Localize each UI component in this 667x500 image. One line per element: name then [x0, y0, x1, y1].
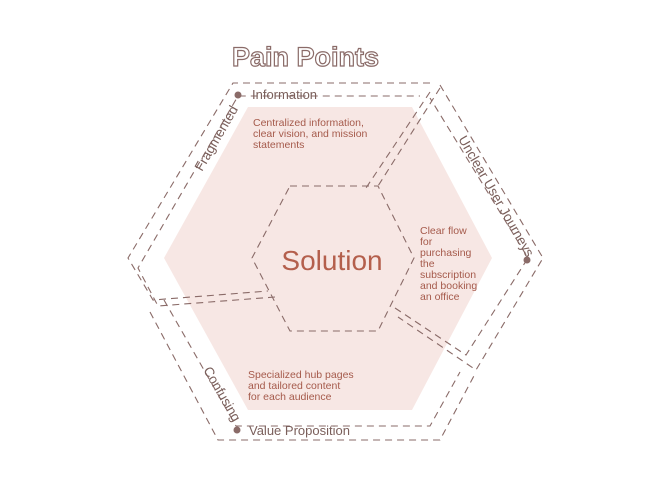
information-dot [234, 91, 242, 99]
top-text-line: Centralized information, [253, 117, 364, 129]
solution-label: Solution [281, 245, 382, 276]
right-dot [523, 256, 531, 264]
outer-hexagon-fill [164, 107, 492, 410]
bottom-text-block: Specialized hub pages and tailored conte… [248, 369, 354, 403]
right-text-line: an office [420, 291, 460, 303]
top-text-line: statements [253, 139, 304, 151]
right-text-line: purchasing [420, 247, 472, 259]
inner-hexagon [251, 185, 415, 332]
value-proposition-label: Value Proposition [249, 423, 350, 438]
right-text-line: for [420, 236, 433, 248]
segment-confusing [149, 299, 477, 441]
segment-fragmented [127, 82, 430, 307]
top-text-line: clear vision, and mission [253, 128, 368, 140]
bottom-text-line: and tailored content [248, 380, 340, 392]
right-text-line: Clear flow [420, 225, 467, 237]
right-text-line: subscription [420, 269, 476, 281]
title: Pain Points [232, 42, 379, 72]
right-text-line: and booking [420, 280, 477, 292]
segment-unclear-user-journeys [365, 84, 544, 371]
bottom-text-line: for each audience [248, 391, 332, 403]
information-label: Information [252, 87, 317, 102]
top-text-block: Centralized information, clear vision, a… [253, 117, 368, 151]
right-text-block: Clear flow for purchasing the subscripti… [420, 225, 477, 303]
value-proposition-dot [233, 426, 241, 434]
bottom-text-line: Specialized hub pages [248, 369, 354, 381]
right-text-line: the [420, 258, 435, 270]
